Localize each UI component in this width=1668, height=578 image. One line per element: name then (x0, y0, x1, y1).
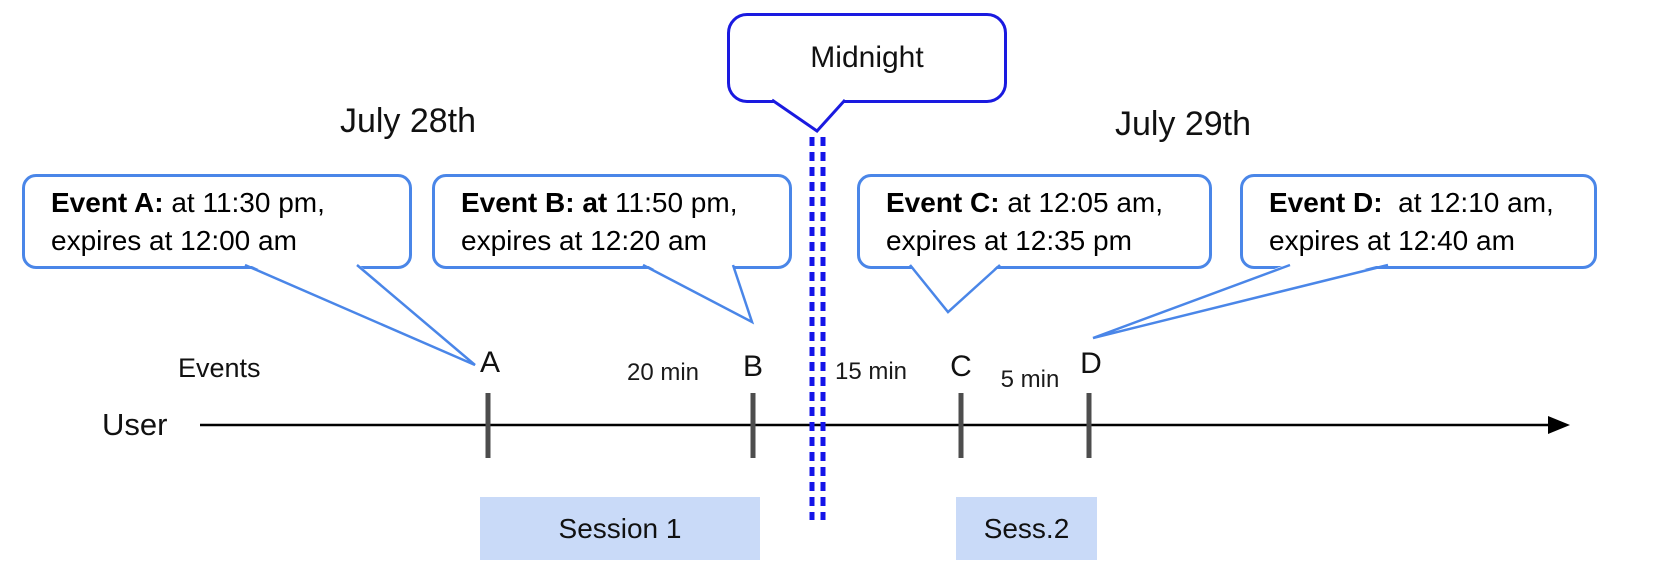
interval-c-d-label: 5 min (1000, 366, 1060, 393)
user-axis-label: User (102, 407, 168, 442)
callout-event-a-line1: Event A: at 11:30 pm, (51, 186, 325, 218)
callout-event-c-line2: expires at 12:35 pm (886, 224, 1132, 256)
midnight-tail-outline (771, 98, 847, 133)
timeline-arrowhead-icon (1548, 416, 1570, 434)
callout-b-tail (643, 263, 752, 322)
callout-b-tail-outline (642, 263, 755, 325)
callout-event-b-line1: Event B: at 11:50 pm, (461, 186, 738, 218)
callout-event-a-line2: expires at 12:00 am (51, 224, 297, 256)
callout-c-tail (910, 263, 1000, 312)
callout-event-c: Event C: at 12:05 am, expires at 12:35 p… (857, 174, 1212, 269)
callout-event-b: Event B: at 11:50 pm, expires at 12:20 a… (432, 174, 792, 269)
tick-label-a: A (479, 346, 500, 379)
callout-event-d-line1: Event D: at 12:10 am, (1269, 186, 1554, 218)
midnight-tail (772, 99, 845, 131)
interval-a-b-label: 20 min (626, 359, 700, 386)
session-1-box: Session 1 (480, 497, 760, 560)
session-2-box: Sess.2 (956, 497, 1097, 560)
callout-d-tail-outline (1092, 263, 1389, 340)
midnight-label: Midnight (810, 41, 924, 74)
tick-label-d: D (1080, 347, 1102, 380)
interval-b-c-label: 15 min (834, 358, 908, 385)
callout-event-d-line2: expires at 12:40 am (1269, 224, 1515, 256)
date-left-label: July 28th (339, 102, 477, 140)
session-2-label: Sess.2 (983, 512, 1070, 544)
events-axis-label: Events (178, 353, 261, 383)
callout-event-a: Event A: at 11:30 pm, expires at 12:00 a… (22, 174, 412, 269)
callout-event-d: Event D: at 12:10 am, expires at 12:40 a… (1240, 174, 1597, 269)
midnight-callout: Midnight (727, 13, 1007, 103)
callout-c-tail-outline (909, 264, 1001, 314)
callout-a-tail (245, 263, 475, 365)
callout-a-tail-outline (244, 263, 476, 367)
tick-label-c: C (950, 350, 972, 383)
session-1-label: Session 1 (558, 512, 682, 544)
date-right-label: July 29th (1114, 105, 1252, 143)
callout-d-tail (1093, 263, 1388, 338)
callout-event-b-line2: expires at 12:20 am (461, 224, 707, 256)
tick-label-b: B (742, 350, 763, 383)
callout-event-c-line1: Event C: at 12:05 am, (886, 186, 1164, 218)
